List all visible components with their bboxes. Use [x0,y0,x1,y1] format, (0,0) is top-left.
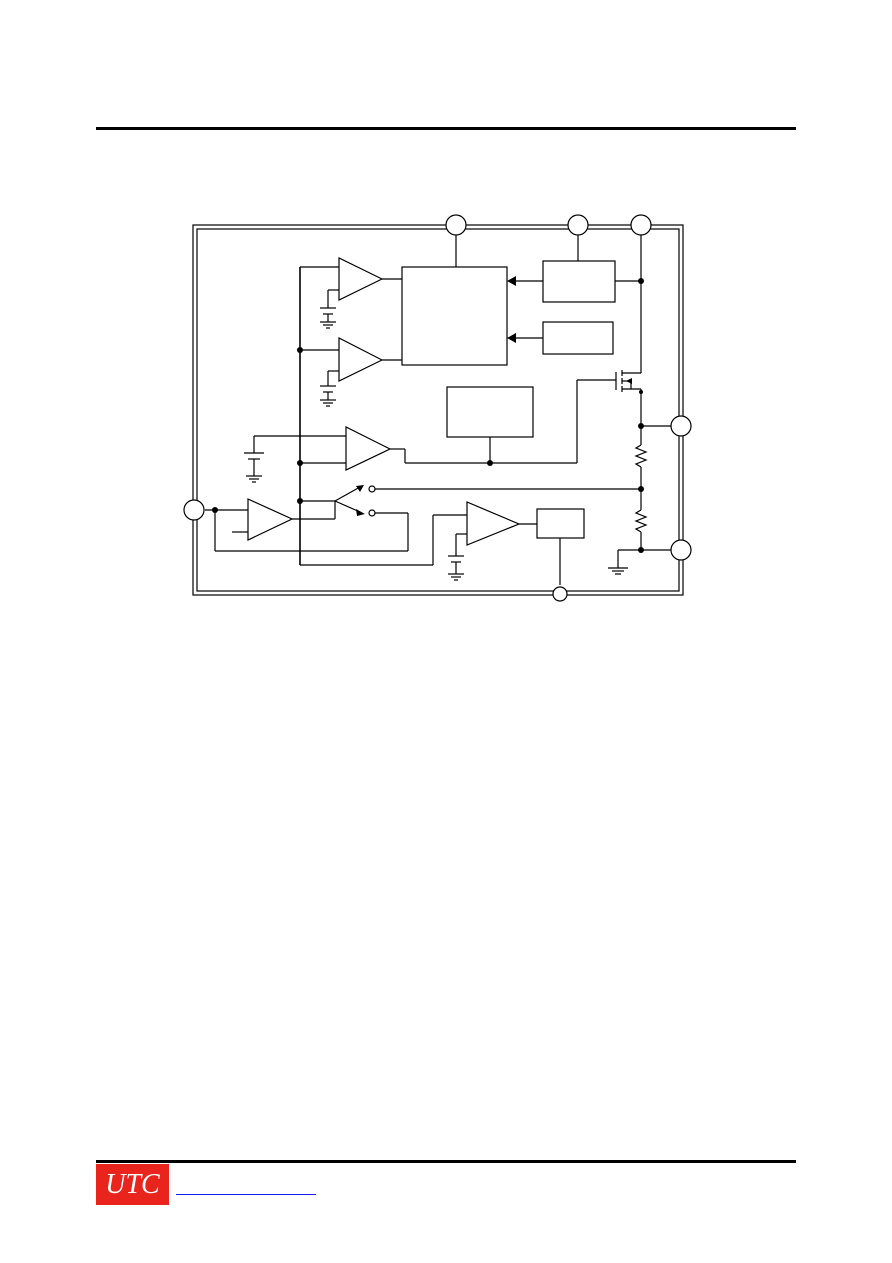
pin-right-upper [670,415,692,437]
utc-logo: UTC [96,1164,169,1205]
pin-bottom [552,586,568,602]
header-rule [96,127,796,130]
chip-outline-outer [192,224,684,596]
junction-dot [638,278,644,284]
error-amplifier [205,498,336,551]
pin-top-left [445,214,467,267]
pin-top-right [630,214,652,370]
pin-left [183,499,205,521]
block-upper-right-2 [542,321,614,355]
comparator-3 [244,426,577,483]
arrow-head [507,333,516,343]
block-center [446,386,534,438]
junction-dot [297,347,303,353]
comparator-4 [300,501,537,581]
footer-rule [96,1160,796,1163]
chip-outline-inner [196,228,680,592]
comparator-1 [300,257,402,329]
logo-text: UTC [105,1168,160,1200]
pin-top-middle [567,214,589,261]
logic-block [401,266,508,366]
footer-link[interactable] [176,1194,316,1195]
arrow-head [507,276,516,286]
pin-right-lower [670,539,692,561]
block-lower-right [536,508,585,539]
block-upper-right-1 [542,260,616,303]
resistor-lower [634,509,648,550]
switch [215,485,641,552]
pmos-transistor [615,370,643,426]
resistor-upper [634,426,648,510]
ground-symbol [608,549,641,575]
junction-dot [212,507,218,513]
comparator-2 [300,337,402,407]
